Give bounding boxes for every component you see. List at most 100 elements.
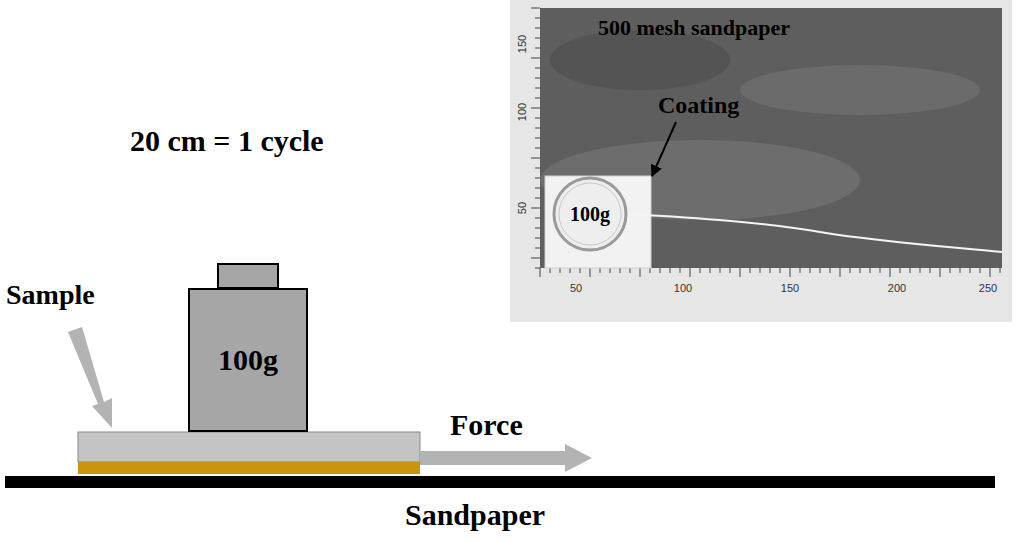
ruler-tick	[960, 268, 961, 273]
ruler-tick	[860, 268, 861, 273]
ruler-number: 100	[516, 103, 528, 121]
ruler-tick	[535, 248, 540, 249]
ruler-tick	[535, 268, 540, 269]
ruler-tick	[700, 268, 701, 273]
ruler-tick	[900, 268, 901, 273]
ruler-tick	[620, 268, 621, 273]
ruler-tick	[990, 268, 991, 277]
ruler-tick	[535, 228, 540, 229]
callout-label: Coating	[658, 92, 739, 118]
disc-rim	[559, 183, 621, 245]
ruler-tick	[670, 268, 671, 273]
ruler-tick	[760, 268, 761, 273]
weight-disc: 100g	[552, 176, 628, 252]
ruler-tick	[535, 28, 540, 29]
ruler-tick	[535, 88, 540, 89]
ruler-tick	[840, 268, 841, 277]
force-arrow	[420, 444, 592, 472]
weight-label: 100g	[218, 343, 278, 377]
cycle-note: 20 cm = 1 cycle	[130, 124, 324, 157]
ruler-tick	[830, 268, 831, 273]
ruler-number: 50	[516, 202, 528, 214]
photo-frame	[510, 0, 1012, 322]
ruler-tick	[980, 268, 981, 273]
ruler-tick	[535, 138, 540, 139]
sandpaper-bar	[5, 476, 995, 488]
ruler-tick	[535, 118, 540, 119]
ruler-ticks	[531, 8, 1000, 277]
sample-plate	[78, 432, 420, 462]
ruler-tick	[531, 58, 540, 59]
ruler-tick	[970, 268, 971, 273]
ruler-tick	[540, 268, 541, 277]
ruler-tick	[531, 8, 540, 9]
ruler-tick	[535, 48, 540, 49]
photo-title: 500 mesh sandpaper	[598, 16, 790, 40]
coating-sample	[545, 176, 651, 268]
ruler-number: 100	[674, 282, 692, 294]
ruler-tick	[680, 268, 681, 273]
ruler-tick	[531, 108, 540, 109]
ruler-tick	[560, 268, 561, 273]
ruler-tick	[535, 78, 540, 79]
ruler-tick	[1000, 268, 1001, 273]
weight-label: 100g	[570, 203, 610, 226]
ruler-tick	[600, 268, 601, 273]
disc-shape	[554, 178, 626, 250]
ruler-tick	[630, 268, 631, 273]
pointer-arrow	[68, 327, 112, 428]
ruler-tick	[790, 268, 791, 277]
ruler-number: 150	[781, 282, 799, 294]
ruler-tick	[850, 268, 851, 273]
ruler-tick	[535, 188, 540, 189]
ruler-tick	[930, 268, 931, 273]
ruler-tick	[730, 268, 731, 273]
part-label: Sample	[6, 280, 95, 311]
ruler-tick	[535, 178, 540, 179]
ruler-tick	[640, 268, 641, 277]
ruler-tick	[531, 258, 540, 259]
ruler-tick	[920, 268, 921, 273]
ruler-tick	[535, 168, 540, 169]
ruler-tick	[880, 268, 881, 273]
ruler-tick	[770, 268, 771, 273]
ruler-tick	[950, 268, 951, 273]
ruler-tick	[535, 128, 540, 129]
ruler-tick	[570, 268, 571, 273]
ruler-number: 50	[570, 282, 582, 294]
ruler-tick	[610, 268, 611, 273]
pull-string	[628, 214, 1002, 252]
ruler-tick	[780, 268, 781, 273]
ruler-tick	[535, 218, 540, 219]
ruler-tick	[535, 198, 540, 199]
ruler-tick	[531, 208, 540, 209]
ruler-tick	[820, 268, 821, 273]
ruler-tick	[580, 268, 581, 273]
ruler-tick	[650, 268, 651, 273]
ruler-tick	[940, 268, 941, 277]
ruler-tick	[810, 268, 811, 273]
ruler-tick	[890, 268, 891, 277]
ruler-tick	[535, 18, 540, 19]
ruler-tick	[535, 38, 540, 39]
ruler-tick	[550, 268, 551, 273]
ruler-number: 150	[516, 35, 528, 53]
weight-block: 100g	[188, 288, 308, 432]
leader-arrow	[652, 122, 676, 176]
coating-layer	[78, 462, 420, 474]
ruler-tick	[740, 268, 741, 277]
ruler-tick	[590, 268, 591, 277]
ruler-tick	[800, 268, 801, 273]
ruler-tick	[535, 68, 540, 69]
force-label: Force	[450, 408, 523, 441]
sandpaper-photo	[540, 8, 1002, 268]
ruler-tick	[535, 98, 540, 99]
ruler-tick	[535, 148, 540, 149]
ruler-tick	[690, 268, 691, 277]
ruler-tick	[870, 268, 871, 273]
ruler-tick	[531, 158, 540, 159]
ruler-tick	[710, 268, 711, 273]
